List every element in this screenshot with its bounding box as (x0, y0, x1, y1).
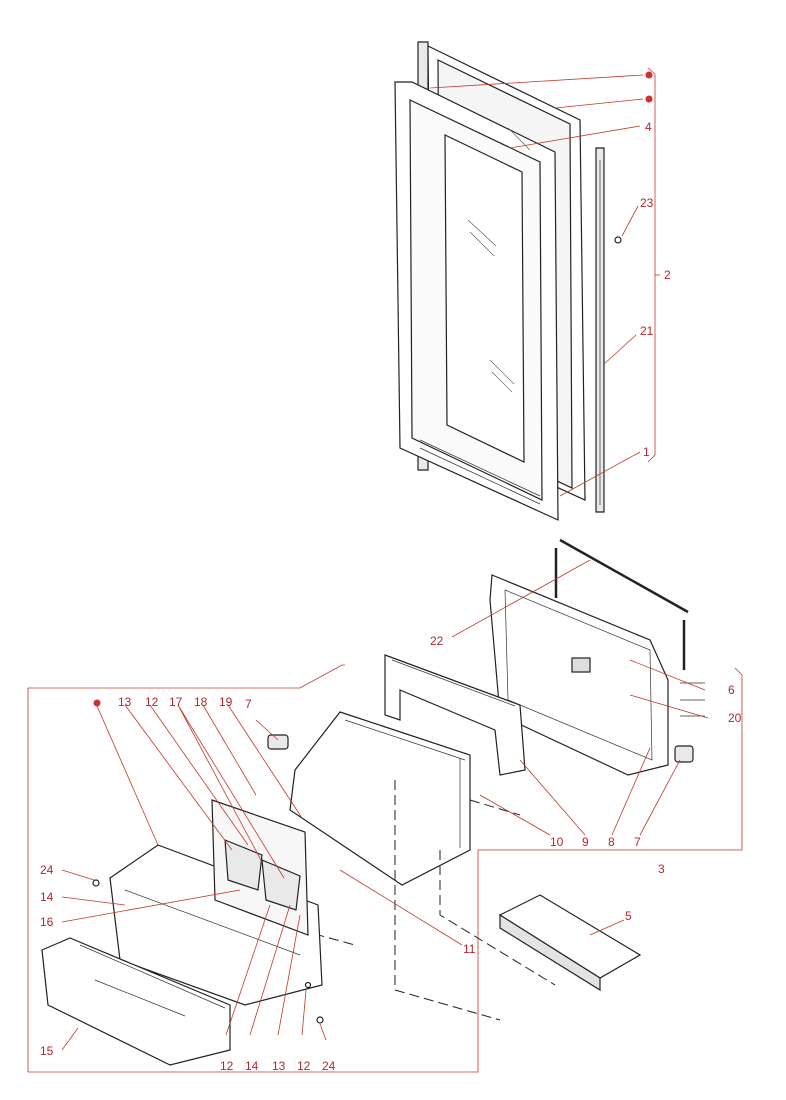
knob-7 (267, 734, 289, 750)
red-dot-markers (93, 71, 653, 707)
drip-tray (41, 937, 231, 1066)
middle-frame (384, 654, 526, 776)
callout-13: 13 (118, 695, 132, 709)
callout-5: 5 (625, 909, 632, 923)
marker-dot-3 (93, 699, 101, 707)
callout-9: 9 (582, 835, 589, 849)
callout-12: 12 (145, 695, 159, 709)
assembly-bracket-2 (647, 67, 660, 463)
callout-19: 19 (219, 695, 233, 709)
callout-11: 11 (463, 942, 476, 956)
callout-16: 16 (40, 915, 54, 929)
callout-3: 3 (658, 862, 665, 876)
leader-lines (61, 74, 709, 1051)
knob-7b (674, 745, 694, 763)
door-seal-strip (554, 538, 689, 670)
rear-housing (489, 574, 669, 776)
callout-20: 20 (728, 711, 742, 725)
callout-8: 8 (608, 835, 615, 849)
screws-24 (92, 879, 324, 1024)
mechanism-chassis (109, 799, 323, 1006)
door-hinge-strip (595, 147, 605, 513)
callout-18: 18 (194, 695, 208, 709)
callout-4: 4 (645, 120, 652, 134)
callout-13-bottom: 13 (272, 1059, 286, 1073)
callout-12-bottom-a: 12 (220, 1059, 234, 1073)
callout-14-bottom: 14 (245, 1059, 259, 1073)
callout-1: 1 (643, 445, 650, 459)
callout-14: 14 (40, 890, 54, 904)
callout-2: 2 (664, 268, 671, 282)
callout-22: 22 (430, 634, 444, 648)
callout-12-bottom-b: 12 (297, 1059, 311, 1073)
callout-23: 23 (640, 196, 654, 210)
callout-24-bottom: 24 (322, 1059, 336, 1073)
callout-21: 21 (640, 324, 654, 338)
screw-23 (614, 236, 622, 244)
callout-6: 6 (728, 683, 735, 697)
callout-labels: 2 4 23 21 1 22 6 20 3 7 7 8 9 10 11 5 13… (40, 120, 742, 1073)
door-frame-front (394, 81, 559, 521)
cover-plate-5 (498, 894, 642, 992)
callout-24: 24 (40, 863, 54, 877)
callout-7: 7 (245, 697, 252, 711)
marker-dot-2 (645, 95, 653, 103)
assembly-bracket-3 (27, 664, 743, 1073)
callout-15: 15 (40, 1044, 54, 1058)
callout-17: 17 (169, 695, 183, 709)
marker-dot-1 (645, 71, 653, 79)
callout-10: 10 (550, 835, 564, 849)
callout-7-right: 7 (634, 835, 641, 849)
hopper-bin (289, 711, 471, 886)
